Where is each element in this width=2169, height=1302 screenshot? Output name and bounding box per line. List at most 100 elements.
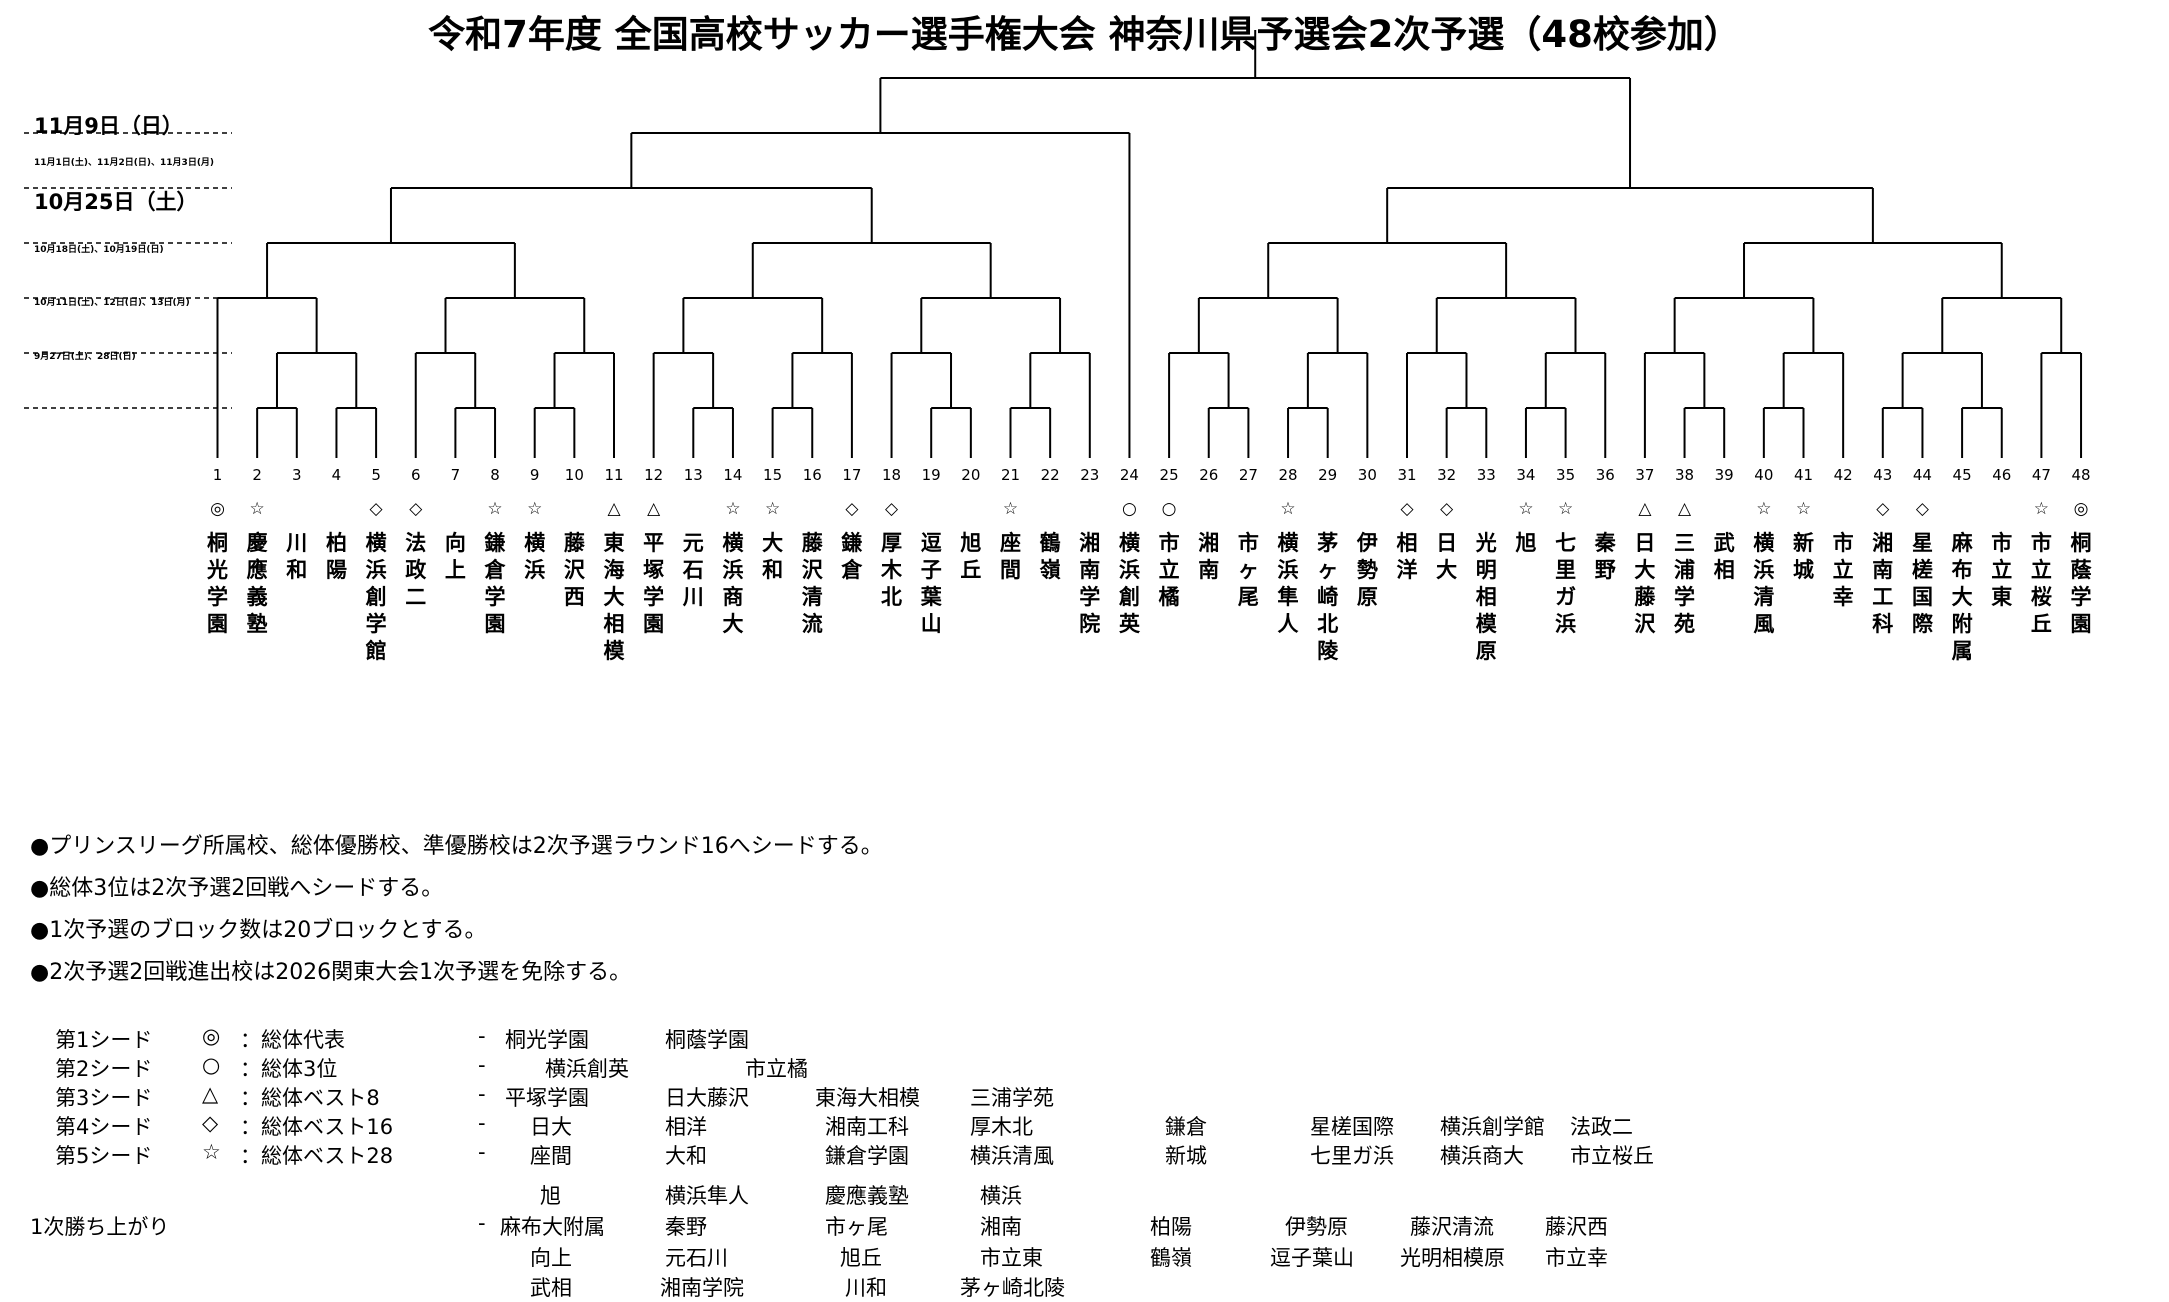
seed-mark: ☆ [487,499,503,519]
round-date-label: 10月25日（土） [34,190,198,214]
seat-number: 22 [1040,466,1060,484]
legend-school: 慶應義塾 [825,1184,909,1208]
legend-school: 湘南 [980,1215,1022,1239]
legend-school: 桐光学園 [505,1028,589,1052]
round-date-label: 11月9日（日） [34,114,183,138]
tournament-bracket [24,30,2083,458]
round-date-label: 9月27日(土)、28日(日) [34,352,136,362]
seat-number: 27 [1238,466,1258,484]
seat-number: 31 [1397,466,1417,484]
seed-legend-mark: ◎ [202,1024,221,1048]
seed-mark: ☆ [1756,499,1772,519]
school-name: 座間 [1000,531,1021,582]
legend-school: 逗子葉山 [1270,1246,1354,1270]
seat-number: 10 [564,466,584,484]
legend-school: 七里ガ浜 [1310,1144,1394,1168]
legend-school: 日大藤沢 [665,1086,749,1110]
seat-number: 26 [1199,466,1219,484]
seed-mark: ☆ [764,499,781,519]
school-name: 市立橘 [1158,531,1180,609]
rule-block-count: ●1次予選のブロック数は20ブロックとする。 [30,918,487,943]
seed-mark: ◎ [210,499,225,519]
legend-school: 市立幸 [1545,1246,1608,1270]
seat-number: 34 [1516,466,1536,484]
seat-number: 37 [1635,466,1655,484]
legend-school: 藤沢西 [1545,1215,1608,1239]
seed-label: 第3シード [55,1086,153,1110]
seed-label: 1次勝ち上がり [30,1215,170,1239]
seat-number: 24 [1119,466,1139,484]
legend-school: 元石川 [665,1246,728,1270]
seed-label: 第1シード [55,1028,153,1052]
school-name: 慶應義塾 [246,531,268,636]
school-name: 平塚学園 [643,531,665,636]
seat-number: 9 [529,466,540,484]
seat-number: 16 [802,466,822,484]
seat-number: 6 [410,466,421,484]
legend-school: 横浜清風 [970,1144,1054,1168]
legend-dash: - [478,1082,486,1106]
legend-school: 鶴嶺 [1150,1246,1192,1270]
school-name: 鶴嶺 [1039,531,1061,582]
legend-school: 市ヶ尾 [825,1215,888,1239]
school-name: 湘南 [1198,531,1220,582]
seat-number: 42 [1833,466,1853,484]
legend-school: 相洋 [665,1115,707,1139]
seed-legend-mark: ◇ [202,1111,219,1135]
legend-school: 鎌倉学園 [825,1144,909,1168]
seed-label: 第2シード [55,1057,153,1081]
school-name: 伊勢原 [1356,531,1378,609]
legend-dash: - [478,1140,486,1164]
seat-number: 33 [1476,466,1496,484]
legend-school: 厚木北 [970,1115,1033,1139]
seat-number: 18 [882,466,902,484]
seat-number: 29 [1318,466,1338,484]
legend-school: 横浜隼人 [665,1184,749,1208]
seed-mark: △ [1678,499,1692,519]
legend-school: 横浜商大 [1440,1144,1524,1168]
legend-school: 川和 [845,1276,887,1300]
seat-number: 3 [292,466,302,484]
seat-number: 1 [212,466,223,484]
school-name: 市立幸 [1832,531,1854,609]
seat-number: 36 [1595,466,1615,484]
seat-number: 20 [961,466,981,484]
legend-school: 座間 [530,1144,572,1168]
legend-dash: - [478,1053,486,1077]
legend-school: 市立東 [980,1246,1043,1270]
legend-school: 湘南学院 [660,1276,744,1300]
legend-dash: - [478,1111,486,1135]
seat-number: 4 [331,466,342,484]
school-name: 秦野 [1594,531,1616,582]
seed-mark: △ [647,499,661,519]
school-name: 向上 [444,531,466,582]
round-date-label: 10月18日(土)、10月19日(日) [34,245,164,255]
seed-mark: ☆ [725,499,741,519]
legend-school: 平塚学園 [505,1086,589,1110]
school-name: 横浜 [524,531,546,582]
school-name: 横浜創英 [1118,531,1140,636]
seat-number: 23 [1080,466,1100,484]
seat-number: 30 [1357,466,1377,484]
school-name: 桐光学園 [207,531,228,636]
school-name: 旭丘 [960,531,982,582]
legend-school: 新城 [1165,1144,1207,1168]
school-name: 大和 [762,531,784,582]
school-name: 鎌倉学園 [484,531,506,636]
school-name: 柏陽 [325,531,347,582]
legend-school: 横浜創学館 [1440,1115,1545,1139]
seat-number: 15 [763,466,783,484]
legend-school: 東海大相模 [815,1086,920,1110]
school-name: 湘南学院 [1079,531,1101,636]
school-name: 横浜創学館 [365,531,387,663]
legend-school: 法政二 [1570,1115,1633,1139]
seed-mark: △ [607,499,621,519]
school-name: 星槎国際 [1911,531,1933,636]
seed-mark: ○ [1161,499,1177,519]
rule-third-place: ●総体3位は2次予選2回戦へシードする。 [30,876,444,901]
seat-number: 11 [604,466,624,484]
seat-number: 45 [1952,466,1972,484]
seed-label: 第4シード [55,1115,153,1139]
legend-dash: - [478,1024,486,1048]
seat-number: 2 [252,466,262,484]
